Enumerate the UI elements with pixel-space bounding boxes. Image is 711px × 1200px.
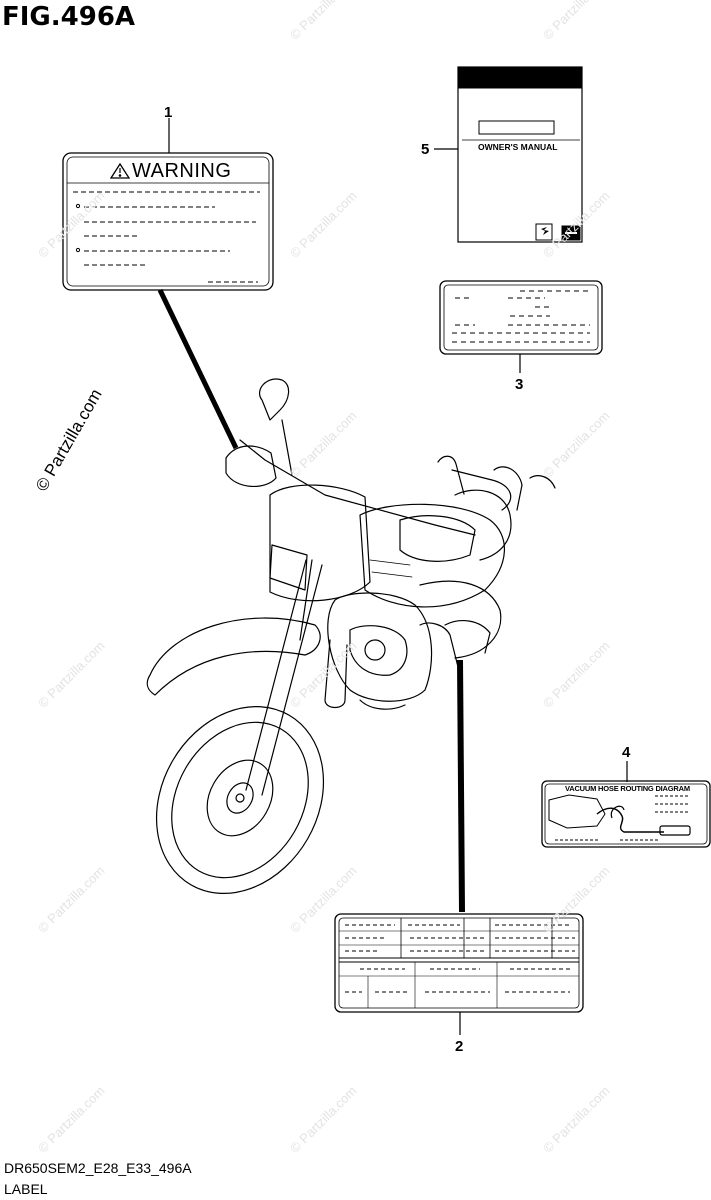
leader-lines [157, 118, 628, 1035]
callout-2[interactable]: 2 [455, 1038, 464, 1055]
callout-5[interactable]: 5 [421, 141, 430, 158]
label-3 [439, 280, 603, 355]
suzuki-logo-icon [535, 223, 553, 241]
warning-triangle-icon [109, 162, 131, 179]
label-2 [334, 913, 584, 1013]
owners-manual-title: OWNER'S MANUAL [478, 142, 558, 152]
figure-title: FIG.496A [2, 2, 136, 32]
diagram-name: LABEL [4, 1181, 48, 1197]
warning-heading: WARNING [132, 160, 232, 182]
motorcycle-illustration [146, 378, 556, 895]
owners-manual-book [457, 66, 583, 243]
vacuum-hose-label [541, 780, 711, 848]
warning-label [62, 152, 274, 291]
vacuum-hose-title: VACUUM HOSE ROUTING DIAGRAM [565, 784, 690, 793]
callout-3[interactable]: 3 [515, 376, 524, 393]
callout-4[interactable]: 4 [622, 744, 631, 761]
diagram-code: DR650SEM2_E28_E33_496A [4, 1160, 192, 1176]
callout-1[interactable]: 1 [164, 104, 173, 121]
